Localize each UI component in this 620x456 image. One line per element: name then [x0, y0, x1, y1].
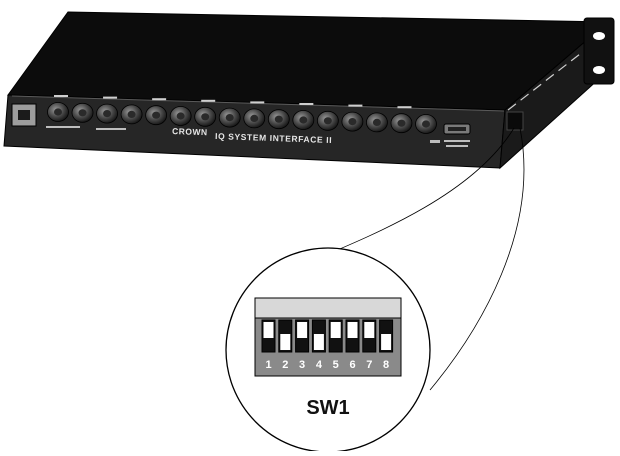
dip-switch-number: 2 [282, 359, 288, 371]
xlr-connector-icon [47, 102, 69, 122]
chassis-top-edge-highlight [11, 95, 505, 112]
rack-ear-hole [593, 32, 605, 40]
dip-switch-lever [364, 322, 375, 338]
xlr-connector-icon [316, 110, 339, 131]
xlr-connector-icon [390, 113, 413, 134]
connector-label-mark [103, 96, 118, 99]
dip-switch-position: 1 [261, 319, 276, 371]
xlr-connector-icon [366, 112, 388, 133]
dip-switch-lever [297, 322, 308, 338]
dip-switch-number: 7 [366, 359, 372, 371]
dip-switch-number: 8 [383, 359, 389, 371]
connector-row [47, 95, 437, 134]
dip-switch-lever [263, 322, 274, 338]
dip-switch-lever [347, 322, 358, 338]
xlr-connector-icon [145, 105, 168, 126]
dip-switch-position: 7 [362, 319, 377, 371]
connector-label-mark [152, 98, 167, 101]
dip-switch-number: 4 [316, 359, 323, 371]
dip-switch-number: 1 [265, 359, 271, 371]
xlr-connector-icon [194, 106, 217, 127]
chassis-top-panel [7, 11, 610, 111]
connector-label-mark [54, 95, 68, 97]
xlr-connector-icon [169, 106, 192, 126]
dip-switch-header [254, 297, 402, 319]
chassis-hidden-edge [507, 39, 599, 111]
rack-ear-hole [593, 66, 605, 74]
dip-switch-position: 6 [345, 319, 360, 371]
xlr-connector-icon [96, 103, 118, 124]
switch-access-port [506, 111, 524, 131]
dip-switch-lever [381, 334, 392, 350]
rack-ear-icon [583, 17, 615, 85]
power-inlet-icon [11, 103, 37, 127]
db9-port-icon [443, 123, 471, 135]
rack-chassis [3, 11, 610, 170]
dip-switch-number: 5 [333, 359, 339, 371]
xlr-connector-icon [120, 104, 143, 125]
xlr-connector-icon [267, 109, 290, 130]
dip-switch-lever [280, 334, 291, 350]
xlr-connector-icon [341, 111, 364, 132]
connector-label-mark [250, 101, 265, 104]
xlr-connector-icon [415, 114, 437, 134]
dip-switch-position: 8 [379, 319, 394, 371]
connector-label-mark [299, 103, 314, 105]
dip-switch-position: 5 [328, 319, 343, 371]
dip-switch-number: 6 [349, 359, 355, 371]
dip-switch-lever [330, 322, 341, 338]
dip-switch-position: 4 [311, 319, 326, 371]
connector-label-mark [397, 106, 412, 109]
switch-label: SW1 [306, 397, 349, 419]
xlr-connector-icon [71, 102, 94, 123]
connector-label-mark [201, 99, 216, 102]
dip-switch-number: 3 [299, 359, 305, 371]
dip-switch-position: 3 [295, 319, 310, 371]
brand-label: CROWN [172, 126, 208, 137]
model-label: IQ SYSTEM INTERFACE II [215, 131, 332, 145]
xlr-connector-icon [292, 110, 315, 130]
dip-switch-lever [313, 334, 324, 350]
panel-markings [46, 126, 470, 147]
xlr-connector-icon [218, 107, 241, 128]
connector-label-mark [348, 104, 363, 107]
dip-switch-position: 2 [278, 319, 293, 371]
xlr-connector-icon [243, 108, 266, 129]
rack-ears [583, 17, 615, 85]
